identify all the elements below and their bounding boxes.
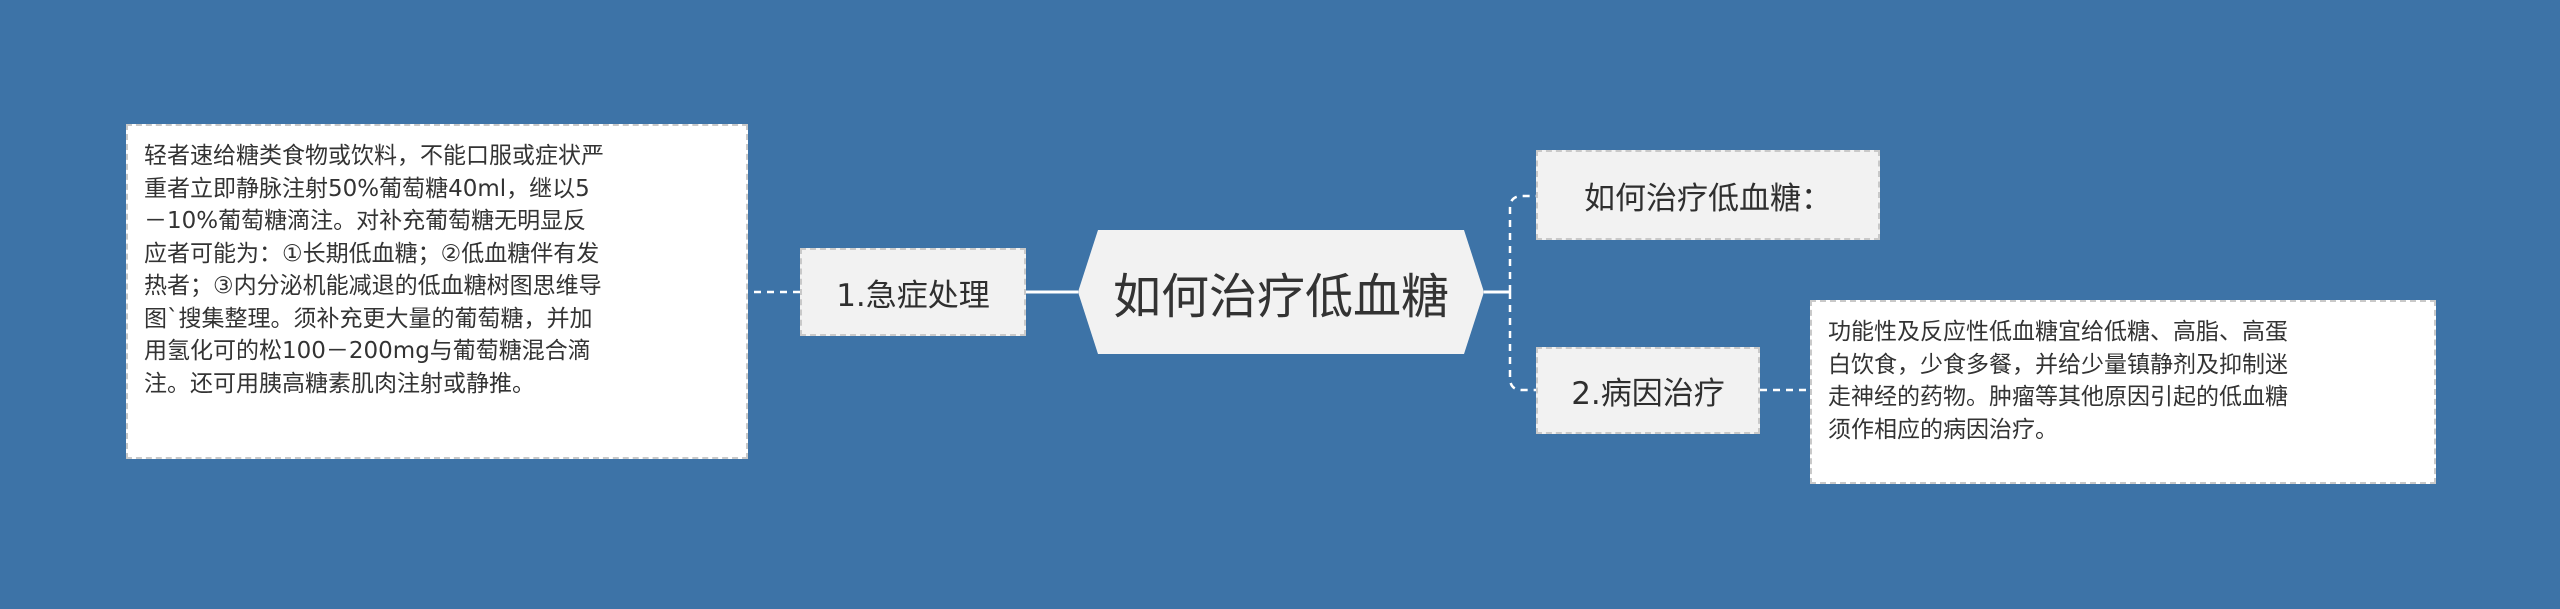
topic-how-to-treat[interactable]: 如何治疗低血糖： (1536, 150, 1880, 240)
topic-emergency-treatment[interactable]: 1.急症处理 (800, 248, 1026, 336)
note-line: 轻者速给糖类食物或饮料，不能口服或症状严 (144, 143, 604, 169)
topic-cause-label: 2.病因治疗 (1571, 376, 1725, 412)
note-line: 图`搜集整理。须补充更大量的葡萄糖，并加 (144, 305, 593, 332)
note-line: －10%葡萄糖滴注。对补充葡萄糖无明显反 (144, 208, 587, 234)
note-line: 热者；③内分泌机能减退的低血糖树图思维导 (144, 273, 602, 299)
topic-cause-treatment[interactable]: 2.病因治疗 (1536, 347, 1760, 434)
root-topic-label: 如何治疗低血糖 (1112, 269, 1449, 325)
note-line: 重者立即静脉注射50%葡萄糖40ml，继以5 (144, 175, 590, 202)
topic-how-to-treat-label: 如何治疗低血糖： (1584, 180, 1832, 217)
note-line: 走神经的药物。肿瘤等其他原因引起的低血糖 (1828, 384, 2288, 410)
note-line: 用氢化可的松100－200mg与葡萄糖混合滴 (144, 338, 591, 364)
note-line: 注。还可用胰高糖素肌肉注射或静推。 (144, 370, 535, 397)
root-topic[interactable]: 如何治疗低血糖 (1078, 230, 1484, 354)
note-line: 应者可能为：①长期低血糖；②低血糖伴有发 (144, 240, 600, 267)
note-line: 须作相应的病因治疗。 (1828, 416, 2058, 443)
topic-emergency-label: 1.急症处理 (836, 277, 990, 314)
connector-right-2 (1508, 292, 1536, 392)
connector-right-1 (1508, 194, 1536, 292)
note-line: 功能性及反应性低血糖宜给低糖、高脂、高蛋 (1828, 319, 2288, 345)
note-cause-treatment: 功能性及反应性低血糖宜给低糖、高脂、高蛋白饮食，少食多餐，并给少量镇静剂及抑制迷… (1810, 300, 2436, 484)
note-emergency-treatment: 轻者速给糖类食物或饮料，不能口服或症状严重者立即静脉注射50%葡萄糖40ml，继… (126, 124, 748, 459)
note-line: 白饮食，少食多餐，并给少量镇静剂及抑制迷 (1828, 351, 2288, 378)
